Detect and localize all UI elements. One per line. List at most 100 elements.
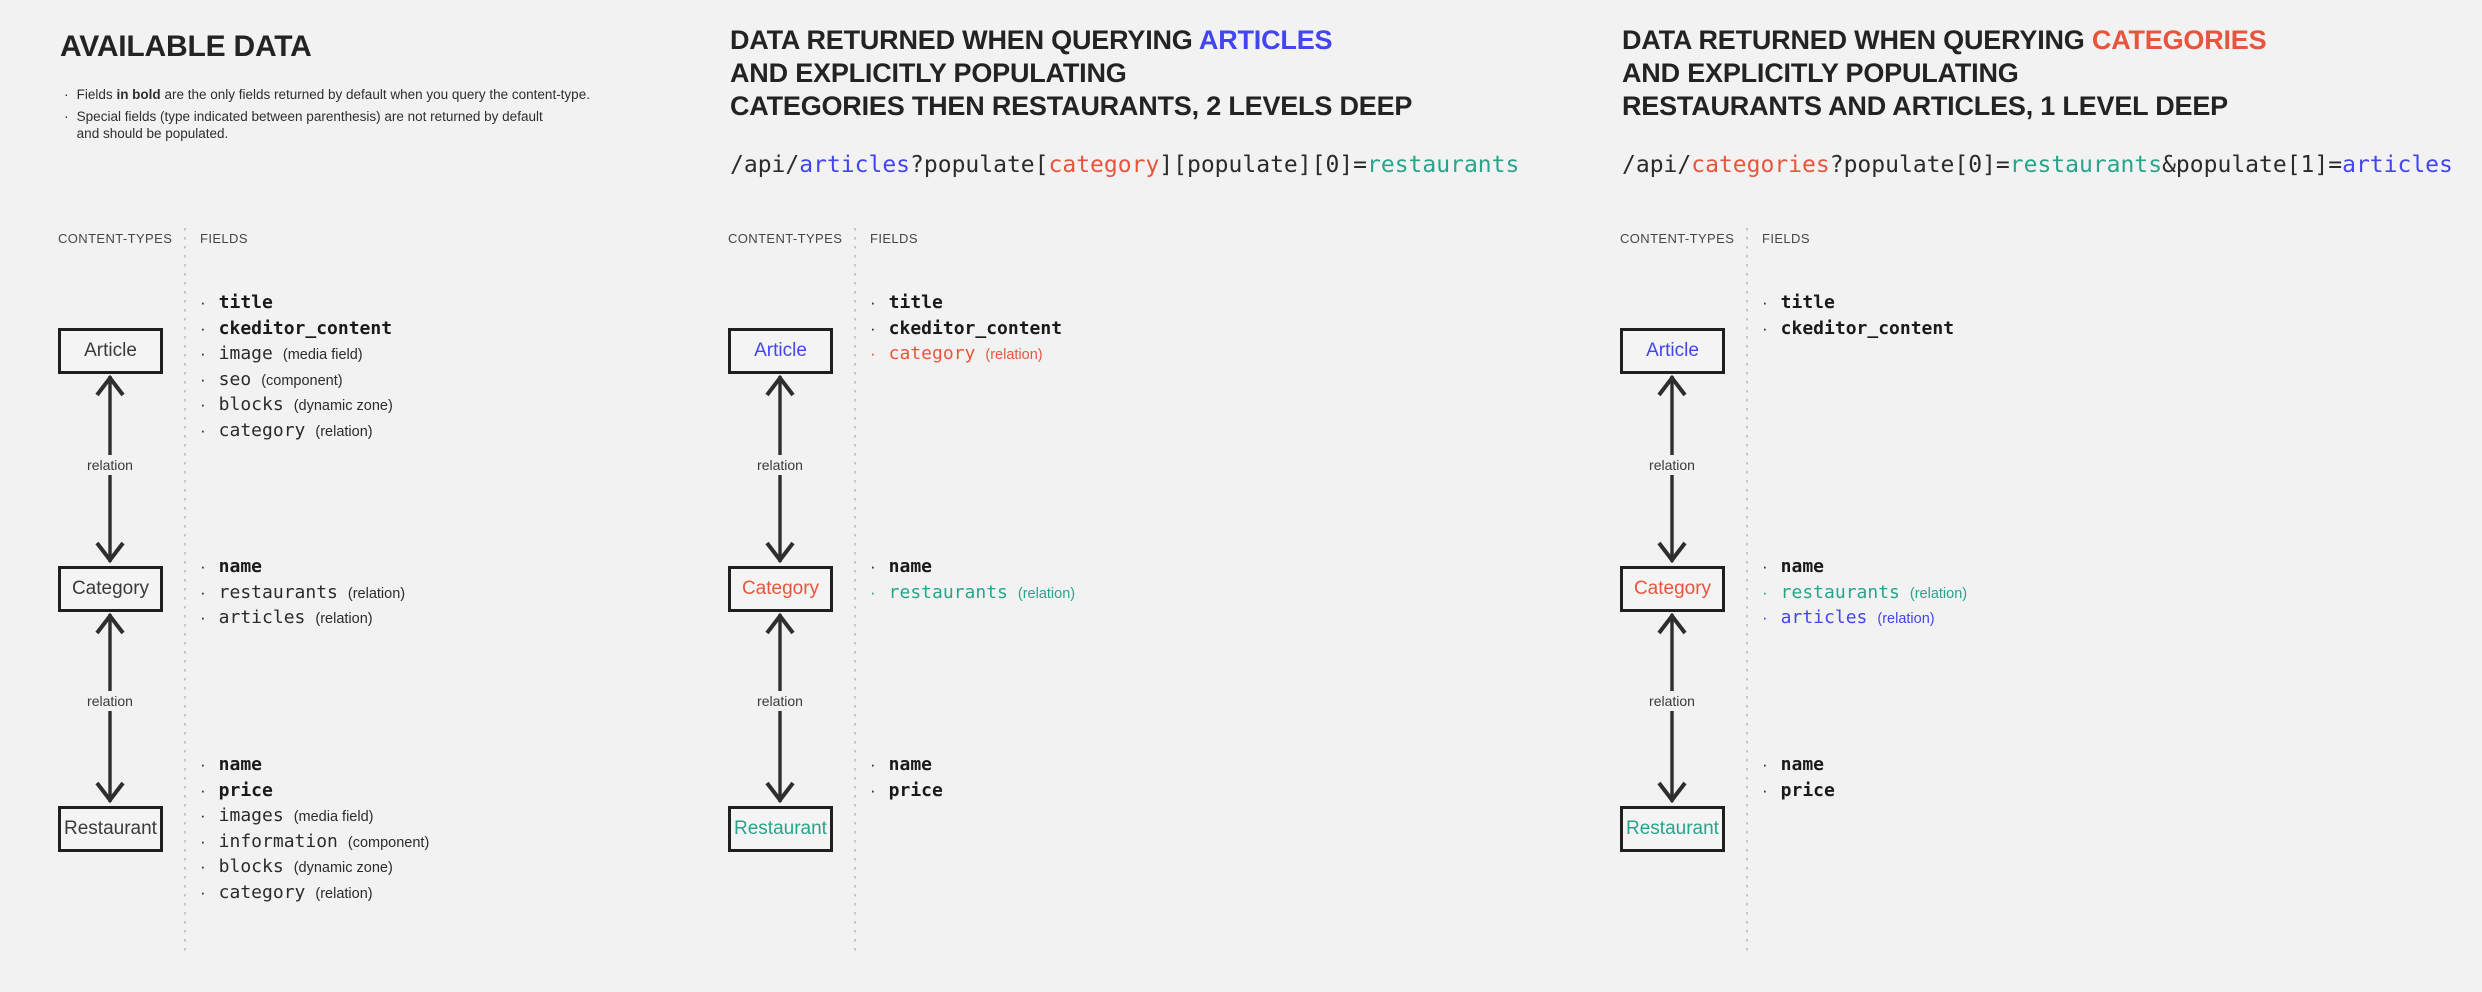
column-divider — [184, 228, 186, 956]
text-segment: Fields — [76, 87, 117, 102]
relation-label: relation — [1643, 455, 1701, 475]
content-type-name: Restaurant — [734, 818, 827, 839]
bullet-dot: · — [200, 369, 206, 389]
bullet-dot: · — [870, 293, 876, 312]
content-type-name: Article — [84, 340, 137, 361]
restaurant-field-list: ·name·price — [1762, 752, 1835, 803]
bullet-dot: · — [870, 755, 876, 774]
text-segment: AVAILABLE DATA — [60, 30, 312, 63]
title-line: AND EXPLICITLY POPULATING — [1622, 57, 2266, 90]
content-types-label: CONTENT-TYPES — [1620, 231, 1735, 246]
text-segment: CATEGORIES — [2091, 25, 2267, 55]
field-name: price — [888, 779, 943, 801]
text-segment: CATEGORIES THEN RESTAURANTS, 2 LEVELS DE… — [730, 91, 1413, 121]
bullet-dot: · — [200, 318, 206, 338]
field-name: category — [218, 419, 306, 441]
notes-list: · Fields in bold are the only fields retu… — [64, 86, 624, 147]
bullet-dot: · — [200, 755, 206, 774]
fields-label: FIELDS — [1762, 231, 1810, 246]
bullet-dot: · — [1762, 582, 1768, 602]
column-divider — [1746, 228, 1748, 956]
field-item: ·name — [1762, 554, 1967, 580]
bullet-dot: · — [200, 344, 206, 363]
field-name: ckeditor_content — [1780, 317, 1955, 339]
article-field-list: · title · ckeditor_content — [1762, 290, 1954, 341]
category-content-type-box: Category — [1620, 566, 1725, 612]
article-field-list: ·title·ckeditor_content·category(relatio… — [870, 290, 1062, 367]
field-type: (media field) — [293, 809, 374, 825]
article-content-type-box: Article — [1620, 328, 1725, 374]
text-segment: ][populate][0]= — [1159, 152, 1368, 178]
field-type: (component) — [261, 372, 343, 389]
text-segment: AND EXPLICITLY POPULATING — [1622, 58, 2019, 88]
field-item: · blocks (dynamic zone) — [200, 392, 393, 418]
bullet-dot: · — [1762, 293, 1768, 312]
bullet-dot: · — [64, 108, 69, 124]
field-item: ·image(media field) — [200, 341, 393, 367]
field-item: ·images(media field) — [200, 803, 429, 829]
field-name: name — [1780, 754, 1825, 775]
field-name: ckeditor_content — [888, 317, 1063, 339]
field-item: ·category(relation) — [200, 880, 429, 906]
relation-label: relation — [1643, 691, 1701, 711]
field-name: restaurants — [218, 581, 338, 603]
field-name: category — [218, 881, 306, 903]
content-type-name: Restaurant — [64, 818, 157, 839]
restaurant-field-list: ·name·price·images(media field)·informat… — [200, 752, 429, 905]
title-line: RESTAURANTS AND ARTICLES, 1 LEVEL DEEP — [1622, 90, 2266, 123]
bullet-dot: · — [870, 582, 876, 602]
title-line: AVAILABLE DATA — [60, 30, 312, 63]
text-segment: in bold — [116, 87, 161, 102]
field-name: name — [888, 556, 933, 577]
title-line: AND EXPLICITLY POPULATING — [730, 57, 1412, 90]
field-name: blocks — [218, 856, 284, 877]
panel-available-data: AVAILABLE DATA · Fields in bold are the o… — [58, 0, 868, 992]
title-line: DATA RETURNED WHEN QUERYING CATEGORIES — [1622, 24, 2267, 57]
field-name: blocks — [218, 394, 284, 415]
field-name: restaurants — [888, 581, 1008, 603]
note-text: Special fields (type indicated between p… — [77, 108, 543, 142]
field-type: (relation) — [315, 611, 373, 627]
category-field-list: ·name·restaurants(relation) — [870, 554, 1075, 605]
bullet-dot: · — [1762, 318, 1768, 338]
category-content-type-box: Category — [58, 566, 163, 612]
bullet-dot: · — [200, 608, 206, 627]
text-segment: RESTAURANTS AND ARTICLES, 1 LEVEL DEEP — [1622, 91, 2228, 121]
field-type: (relation) — [985, 347, 1043, 363]
field-item: ·articles(relation) — [200, 605, 405, 631]
field-item: ·price — [1762, 778, 1835, 804]
note-text: Fields in bold are the only fields retur… — [77, 86, 590, 103]
field-item: ·information(component) — [200, 829, 429, 855]
field-type: (relation) — [315, 885, 373, 902]
category-field-list: ·name·restaurants(relation)·articles(rel… — [1762, 554, 1967, 631]
field-name: title — [1780, 292, 1835, 313]
content-type-name: Category — [71, 578, 150, 599]
field-name: articles — [1780, 607, 1868, 628]
text-segment: articles — [799, 152, 911, 178]
field-name: title — [888, 292, 943, 313]
field-item: ·title — [200, 290, 393, 316]
text-segment: DATA RETURNED WHEN QUERYING — [1622, 25, 2092, 55]
bullet-dot: · — [200, 582, 206, 602]
fields-label: FIELDS — [200, 231, 248, 246]
field-item: ·restaurants(relation) — [870, 580, 1075, 606]
field-item: ·category(relation) — [200, 418, 393, 444]
fields-label: FIELDS — [870, 231, 918, 246]
text-segment: are the only fields returned by default … — [160, 87, 590, 102]
bullet-dot: · — [200, 395, 206, 414]
bullet-dot: · — [870, 780, 876, 800]
field-item: · ckeditor_content — [1762, 316, 1954, 342]
field-type: (dynamic zone) — [293, 398, 393, 414]
field-item: ·restaurants(relation) — [200, 580, 405, 606]
field-name: category — [888, 343, 976, 364]
field-name: ckeditor_content — [218, 317, 393, 339]
field-type: (component) — [347, 834, 430, 851]
category-content-type-box: Category — [728, 566, 833, 612]
field-item: · ckeditor_content — [200, 316, 393, 342]
text-segment: articles — [2342, 152, 2453, 178]
field-name: price — [218, 779, 273, 801]
